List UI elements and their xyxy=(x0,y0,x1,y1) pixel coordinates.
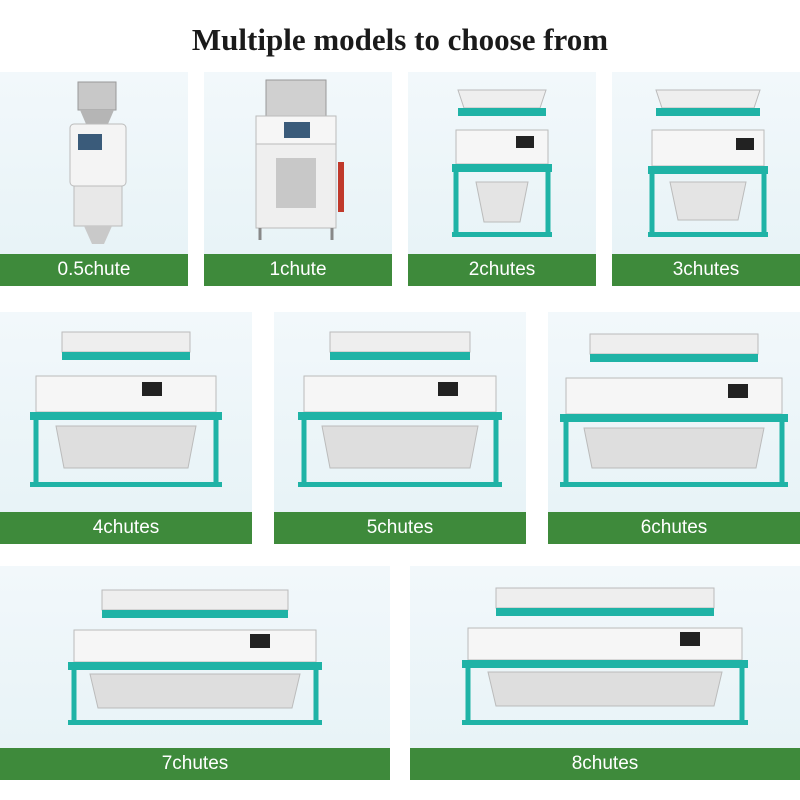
color-sorter-2chutes-image xyxy=(408,72,596,254)
model-card-8chutes[interactable]: 8chutes xyxy=(410,566,800,780)
model-card-5chutes[interactable]: 5chutes xyxy=(274,312,526,544)
model-card-3chutes[interactable]: 3chutes xyxy=(612,72,800,286)
model-label: 2chutes xyxy=(408,254,596,286)
color-sorter-4chutes-image xyxy=(0,312,252,512)
color-sorter-8chutes-image xyxy=(410,566,800,748)
model-card-7chutes[interactable]: 7chutes xyxy=(0,566,390,780)
model-label: 3chutes xyxy=(612,254,800,286)
color-sorter-5chutes-image xyxy=(274,312,526,512)
model-label: 0.5chute xyxy=(0,254,188,286)
model-label: 7chutes xyxy=(0,748,390,780)
color-sorter-mini-image xyxy=(0,72,188,254)
model-label: 6chutes xyxy=(548,512,800,544)
color-sorter-7chutes-image xyxy=(0,566,390,748)
color-sorter-1chute-image xyxy=(204,72,392,254)
model-label: 5chutes xyxy=(274,512,526,544)
model-label: 4chutes xyxy=(0,512,252,544)
model-card-6chutes[interactable]: 6chutes xyxy=(548,312,800,544)
color-sorter-3chutes-image xyxy=(612,72,800,254)
model-card-2chutes[interactable]: 2chutes xyxy=(408,72,596,286)
model-label: 8chutes xyxy=(410,748,800,780)
color-sorter-6chutes-image xyxy=(548,312,800,512)
model-card-1chute[interactable]: 1chute xyxy=(204,72,392,286)
model-label: 1chute xyxy=(204,254,392,286)
page-title: Multiple models to choose from xyxy=(191,22,609,57)
model-card-4chutes[interactable]: 4chutes xyxy=(0,312,252,544)
model-card-0-5chute[interactable]: 0.5chute xyxy=(0,72,188,286)
